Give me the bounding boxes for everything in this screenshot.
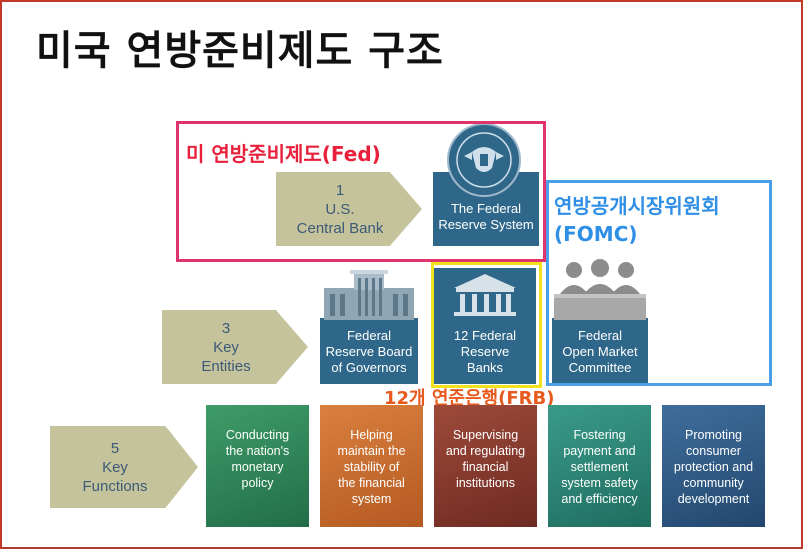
entity-fomc-line2: Open Market — [562, 344, 638, 359]
arrow-central-bank-line2: U.S. — [325, 200, 355, 218]
fed-system-line1: The Federal — [450, 201, 522, 216]
function-tile-monetary-policy: Conducting the nation's monetary policy — [206, 405, 309, 527]
function-3-line2: settlement — [570, 460, 629, 474]
function-2-line0: Supervising — [452, 428, 519, 442]
function-2-line1: and regulating — [445, 444, 526, 458]
entity-fomc-line3: Committee — [568, 360, 632, 375]
fed-seal-icon — [446, 122, 522, 198]
function-4-line1: consumer — [686, 444, 741, 458]
function-1-line0: Helping — [350, 428, 393, 442]
function-1-line2: stability of — [343, 460, 400, 474]
fed-system-box: The Federal Reserve System — [433, 172, 539, 246]
entity-fomc-line1: Federal — [577, 328, 623, 343]
page-title: 미국 연방준비제도 구조 — [36, 28, 444, 74]
fomc-highlight-box — [546, 180, 772, 386]
arrow-central-bank-number: 1 — [335, 181, 345, 199]
entity-banks-line1: 12 Federal — [453, 328, 517, 343]
function-2-line3: institutions — [455, 476, 516, 490]
function-1-line4: system — [351, 492, 392, 506]
function-tile-financial-stability: Helping maintain the stability of the fi… — [320, 405, 423, 527]
function-3-line1: payment and — [563, 444, 636, 458]
arrow-key-functions: 5 Key Functions — [50, 426, 198, 508]
bank-icon — [434, 268, 536, 320]
function-0-line3: policy — [241, 476, 274, 490]
function-2-line2: financial — [462, 460, 509, 474]
arrow-central-bank-line3: Central Bank — [296, 219, 384, 237]
function-1-line3: the financial — [338, 476, 405, 490]
frb-highlight-box — [431, 262, 542, 388]
arrow-key-entities: 3 Key Entities — [162, 310, 308, 384]
arrow-key-functions-line2: Key — [102, 458, 128, 476]
arrow-key-entities-number: 3 — [221, 319, 231, 337]
function-tile-consumer-protection: Promoting consumer protection and commun… — [662, 405, 765, 527]
entity-banks-line2: Reserve — [460, 344, 510, 359]
function-3-line0: Fostering — [573, 428, 626, 442]
entity-board-line3: of Governors — [331, 360, 407, 375]
arrow-key-functions-line3: Functions — [82, 477, 148, 495]
entity-reserve-banks: 12 Federal Reserve Banks — [434, 318, 536, 384]
function-3-line3: system safety — [561, 476, 638, 490]
fed-highlight-box — [176, 121, 546, 262]
entity-board-line2: Reserve Board — [325, 344, 413, 359]
entity-banks-line3: Banks — [466, 360, 504, 375]
fomc-label-line1: 연방공개시장위원회 — [554, 194, 720, 218]
function-0-line2: monetary — [231, 460, 284, 474]
arrow-central-bank: 1 U.S. Central Bank — [276, 172, 422, 246]
function-4-line0: Promoting — [685, 428, 742, 442]
function-1-line1: maintain the — [337, 444, 406, 458]
entity-fomc: Federal Open Market Committee — [552, 318, 648, 384]
function-4-line3: community — [683, 476, 744, 490]
arrow-key-functions-number: 5 — [110, 439, 120, 457]
arrow-key-entities-line3: Entities — [201, 357, 251, 375]
function-4-line4: development — [677, 492, 750, 506]
government-building-icon — [320, 268, 418, 320]
function-3-line4: and efficiency — [561, 492, 638, 506]
fomc-label-line2: (FOMC) — [554, 222, 638, 246]
fed-label: 미 연방준비제도(Fed) — [186, 142, 381, 166]
entity-board-line1: Federal — [346, 328, 392, 343]
function-tile-payment-system: Fostering payment and settlement system … — [548, 405, 651, 527]
frb-label: 12개 연준은행(FRB) — [384, 388, 555, 409]
entity-board-of-governors: Federal Reserve Board of Governors — [320, 318, 418, 384]
function-0-line1: the nation's — [225, 444, 290, 458]
fed-system-line2: Reserve System — [438, 217, 534, 232]
function-4-line2: protection and — [673, 460, 754, 474]
arrow-key-entities-line2: Key — [213, 338, 239, 356]
function-0-line0: Conducting — [225, 428, 290, 442]
committee-people-icon — [552, 256, 648, 320]
function-tile-supervising: Supervising and regulating financial ins… — [434, 405, 537, 527]
